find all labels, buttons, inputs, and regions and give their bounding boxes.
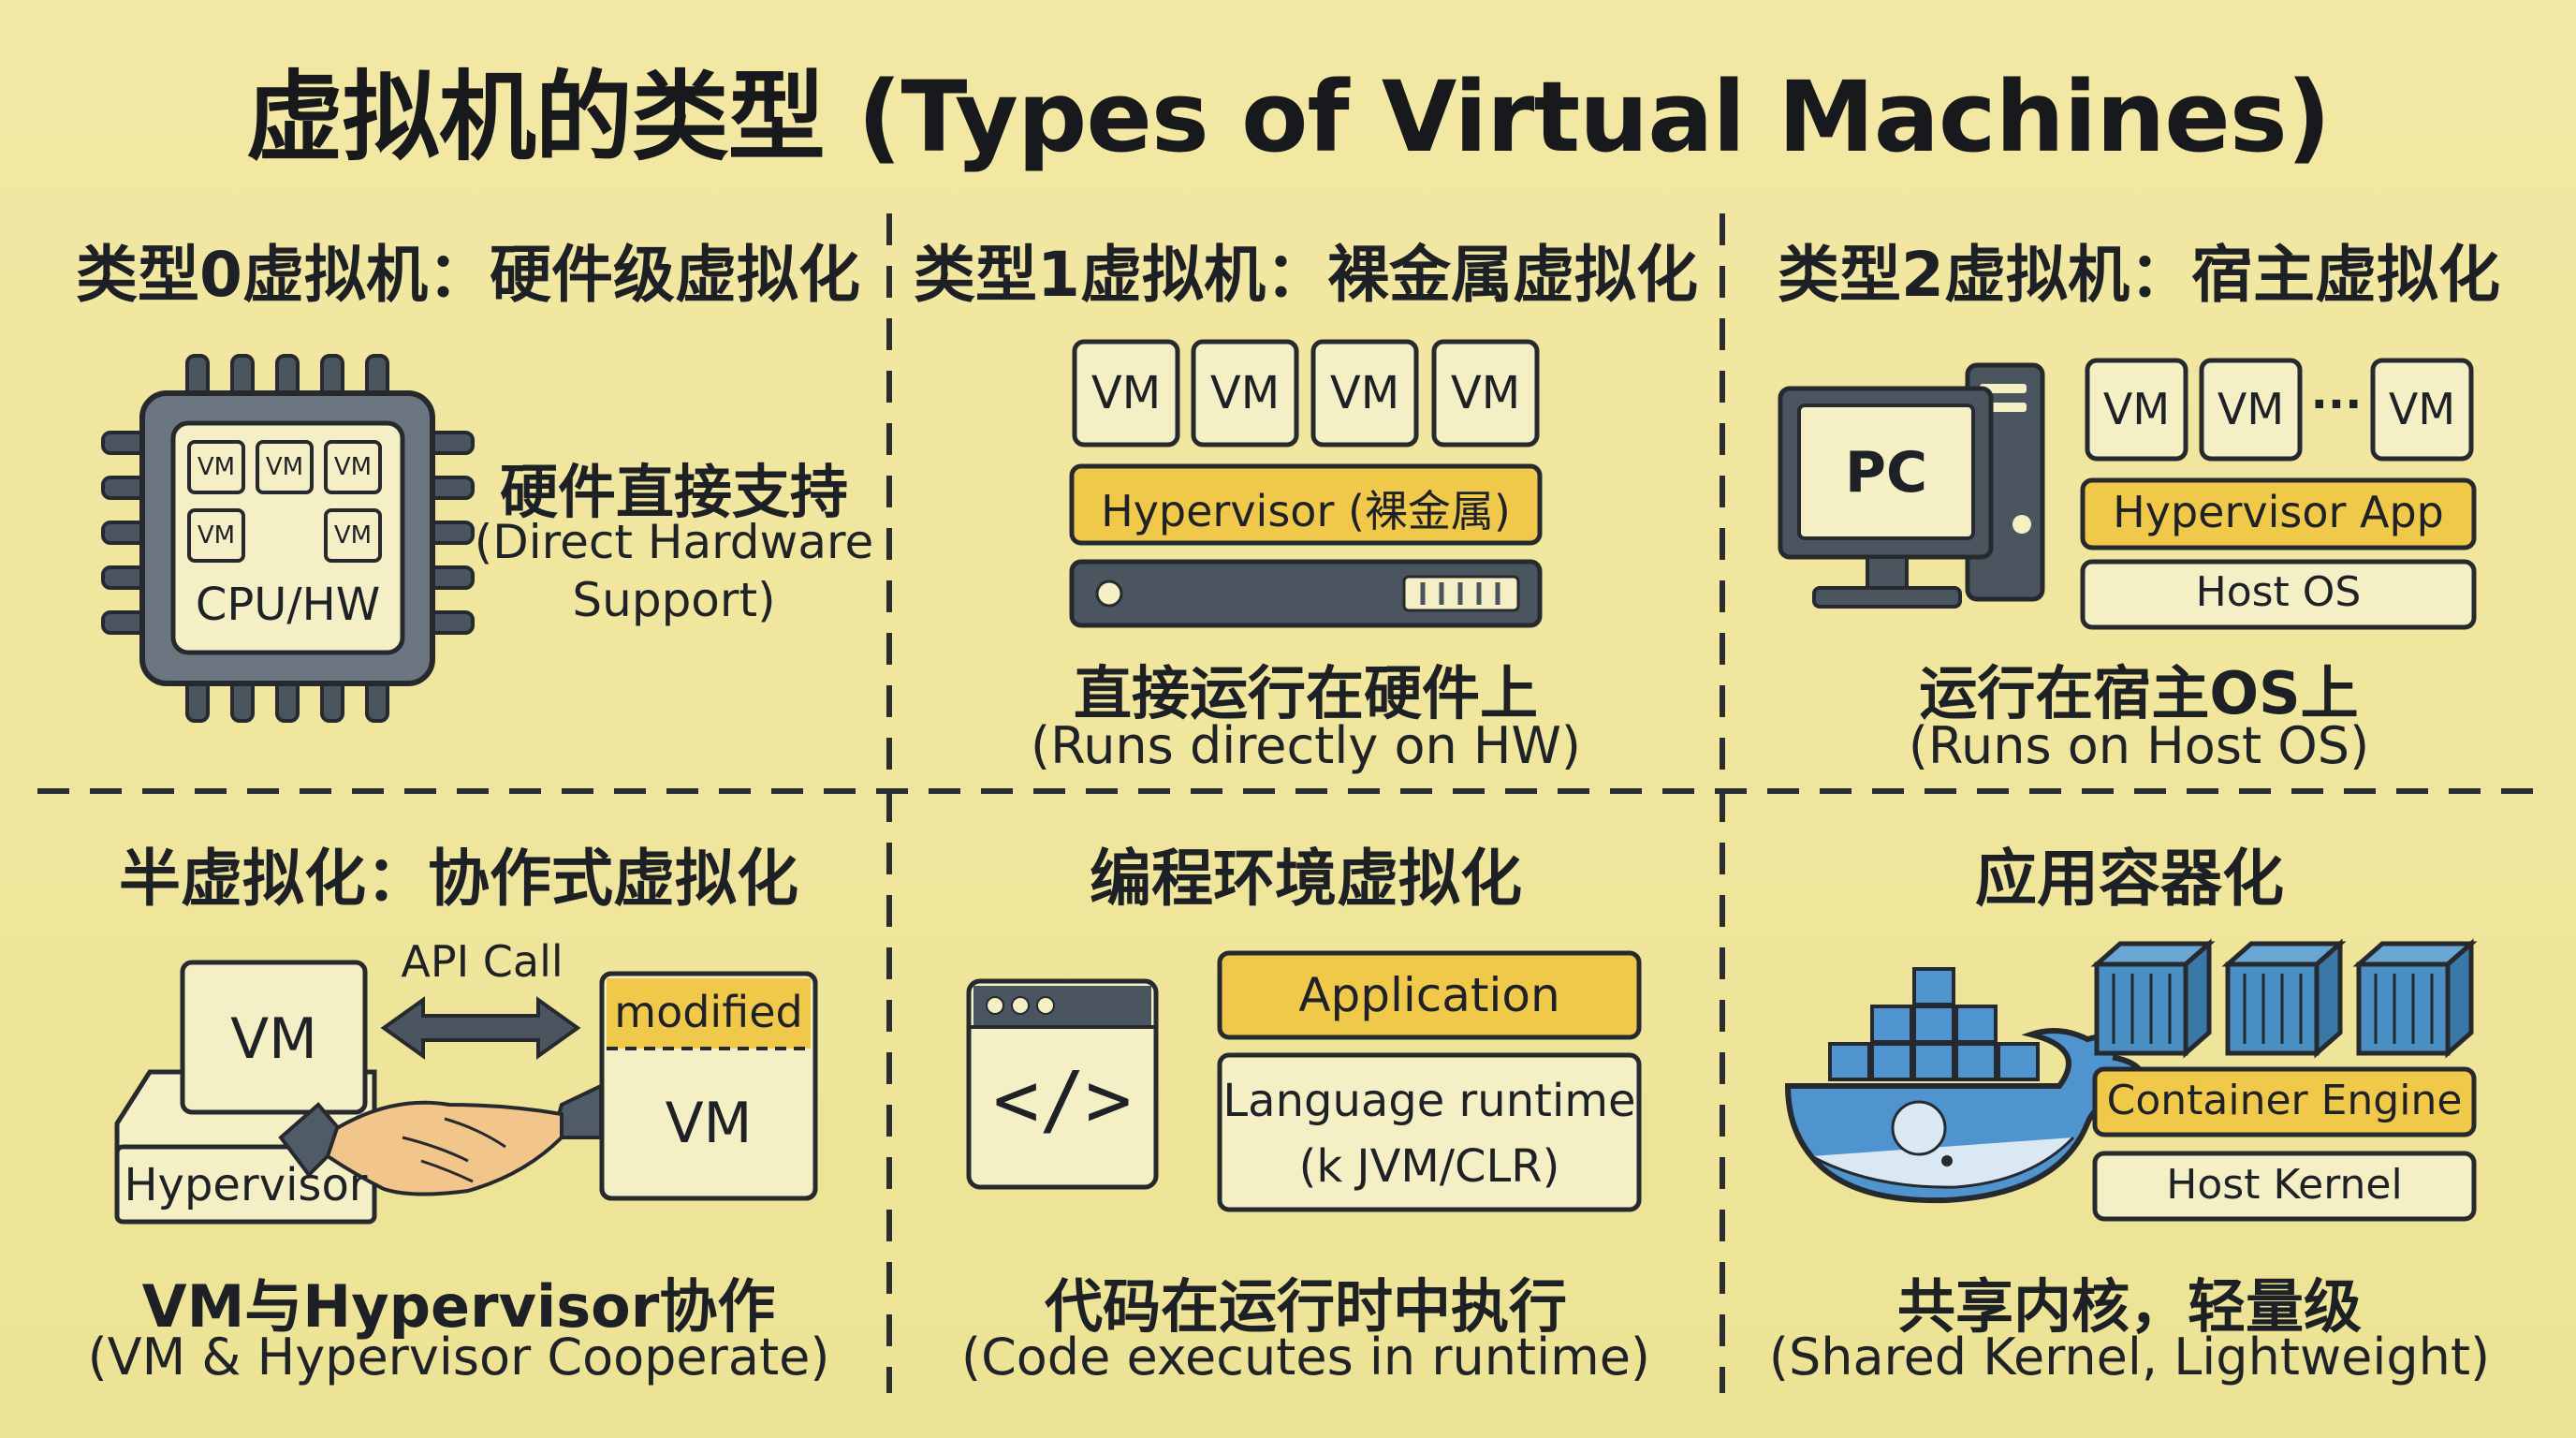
docker-whale-icon [1784,967,2147,1204]
runtime-examples-label: (k JVM/CLR) [1298,1140,1560,1193]
hw-support-note-en: (Direct Hardware [474,515,874,569]
type1-vm-row [1072,339,1540,448]
caption-paravirt-zh: VM与Hypervisor协作 [141,1272,776,1341]
type2-vm-row [2085,358,2474,462]
hypervisor-app-label: Hypervisor App [2113,487,2444,537]
hw-support-note-zh: 硬件直接支持 [499,458,848,526]
vm-label: VM [2388,384,2456,434]
vm-left-box [180,960,368,1115]
pc-icon [1778,362,2045,609]
application-label: Application [1298,968,1560,1022]
panel-title-containers: 应用容器化 [1975,843,2284,915]
chip-vm-label: VM [333,453,373,481]
vm-label: VM [2102,384,2171,434]
cpu-chip-icon [101,354,475,723]
panel-title-type0: 类型0虚拟机：硬件级虚拟化 [76,239,860,311]
caption-type2-zh: 运行在宿主OS上 [1919,659,2359,727]
vm-label: VM [1329,367,1400,419]
caption-runtime-en: (Code executes in runtime) [961,1328,1650,1387]
panel-title-type2: 类型2虚拟机：宿主虚拟化 [1778,239,2500,311]
container-engine-bar [2092,1066,2477,1137]
vm-left-label: VM [230,1006,317,1072]
application-bar [1217,950,1642,1040]
handshake-icon [278,1082,603,1196]
caption-type2-en: (Runs on Host OS) [1908,716,2370,775]
vm-label: VM [1450,367,1521,419]
hypervisor-app-bar [2080,477,2477,550]
chip-vm-label: VM [333,521,373,550]
modified-label: modified [614,987,803,1037]
caption-paravirt-en: (VM & Hypervisor Cooperate) [87,1328,830,1387]
api-call-label: API Call [401,936,564,987]
vm-label: VM [2217,384,2285,434]
server-icon [1069,559,1543,628]
panel-title-type1: 类型1虚拟机：裸金属虚拟化 [914,239,1698,311]
type1-hypervisor-bar [1069,463,1543,546]
hw-support-note-en: Support) [572,573,776,627]
host-kernel-label: Host Kernel [2166,1161,2403,1209]
page-title: 虚拟机的类型 (Types of Virtual Machines) [245,60,2332,174]
hypervisor-label: Hypervisor (裸金属) [1101,486,1511,536]
hypervisor-base-label: Hypervisor [124,1159,368,1211]
caption-type1-zh: 直接运行在硬件上 [1073,659,1538,727]
chip-vm-label: VM [197,521,236,550]
panel-title-runtime: 编程环境虚拟化 [1090,843,1522,915]
code-glyph-icon: </> [992,1056,1133,1145]
caption-containers-en: (Shared Kernel, Lightweight) [1768,1328,2491,1387]
language-runtime-box [1217,1052,1642,1212]
vm-label: VM [1209,367,1281,419]
caption-type1-en: (Runs directly on HW) [1031,716,1581,775]
chip-vm-label: VM [265,453,304,481]
runtime-label: Language runtime [1222,1075,1636,1127]
caption-containers-zh: 共享内核，轻量级 [1896,1272,2362,1341]
host-os-bar [2080,559,2477,630]
vm-label: VM [1090,367,1162,419]
panel-title-paravirt: 半虚拟化：协作式虚拟化 [119,843,798,915]
pc-label: PC [1844,440,1927,506]
container-engine-label: Container Engine [2106,1077,2463,1124]
caption-runtime-zh: 代码在运行时中执行 [1044,1272,1567,1341]
container-cubes-icon [2090,938,2478,1059]
host-os-label: Host OS [2195,568,2362,616]
vm-ellipsis: ··· [2310,378,2363,431]
vm-right-label: VM [665,1091,753,1156]
host-kernel-bar [2092,1151,2477,1222]
panel-dividers [37,213,2539,1393]
code-window-icon [966,978,1159,1190]
chip-vm-label: VM [197,453,236,481]
chip-label: CPU/HW [195,579,381,631]
api-call-arrow-icon [380,996,581,1060]
